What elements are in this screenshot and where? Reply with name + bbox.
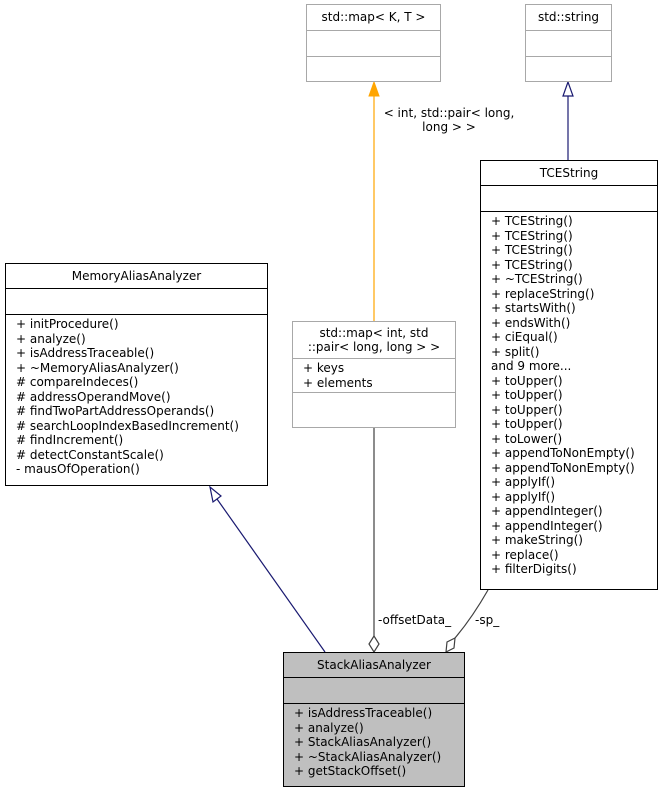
- member-item: and 9 more...: [491, 359, 572, 373]
- member-item: + replaceString(): [491, 286, 595, 301]
- member-item: + TCEString(): [491, 228, 573, 243]
- member-item: + analyze(): [294, 720, 364, 735]
- member-item: + toUpper(): [491, 373, 563, 388]
- template-edge-arrow: [368, 80, 380, 97]
- member-item: + toUpper(): [491, 417, 563, 431]
- member-item: + ciEqual(): [491, 330, 558, 344]
- member-item: + replace(): [491, 547, 559, 562]
- member-item: # compareIndeces(): [16, 375, 139, 389]
- member-item: + startsWith(): [491, 301, 576, 315]
- member-item: + ~StackAliasAnalyzer(): [294, 749, 442, 764]
- member-item: + isAddressTraceable(): [16, 346, 155, 360]
- inherit-edge-tcestring: [562, 80, 574, 160]
- class-methods: + initProcedure()+ analyze()+ isAddressT…: [6, 314, 267, 479]
- class-attributes: [481, 185, 657, 211]
- class-methods: [293, 392, 455, 418]
- member-item: + ~TCEString(): [491, 272, 583, 286]
- member-item: # addressOperandMove(): [16, 389, 171, 404]
- member-item: + TCEString(): [491, 214, 573, 228]
- member-item: + applyIf(): [491, 475, 556, 489]
- member-item: + keys: [303, 361, 345, 375]
- aggregation-edge-sp: [445, 589, 489, 654]
- member-item: - mausOfOperation(): [16, 462, 140, 476]
- member-item: # searchLoopIndexBasedIncrement(): [16, 418, 239, 433]
- class-methods: + TCEString()+ TCEString()+ TCEString()+…: [481, 211, 657, 579]
- member-item: + endsWith(): [491, 315, 571, 330]
- class-methods: + isAddressTraceable()+ analyze()+ Stack…: [284, 703, 464, 781]
- member-item: + initProcedure(): [16, 317, 119, 331]
- member-item: + getStackOffset(): [294, 764, 407, 778]
- member-item: + toUpper(): [491, 388, 563, 402]
- member-item: + applyIf(): [491, 489, 556, 504]
- member-item: + appendToNonEmpty(): [491, 460, 635, 475]
- member-item: # detectConstantScale(): [16, 447, 164, 462]
- class-attributes: [284, 677, 464, 703]
- class-tcestring: TCEString + TCEString()+ TCEString()+ TC…: [480, 160, 658, 590]
- aggregation-edge-offsetdata: [368, 428, 380, 654]
- member-item: + StackAliasAnalyzer(): [294, 735, 432, 749]
- member-item: # findIncrement(): [16, 433, 124, 447]
- class-std-map-kt: std::map< K, T >: [306, 4, 441, 82]
- sp-label: -sp_: [475, 613, 500, 627]
- aggregation-edge-offsetdata-diamond: [368, 634, 380, 654]
- class-title: std::map< int, std ::pair< long, long > …: [307, 326, 441, 354]
- member-item: + makeString(): [491, 533, 583, 547]
- class-memory-alias-analyzer: MemoryAliasAnalyzer + initProcedure()+ a…: [5, 263, 268, 486]
- template-edge: [368, 80, 380, 321]
- class-stack-alias-analyzer: StackAliasAnalyzer + isAddressTraceable(…: [283, 652, 465, 787]
- member-item: + TCEString(): [491, 243, 573, 257]
- class-title: MemoryAliasAnalyzer: [71, 269, 202, 283]
- member-item: + isAddressTraceable(): [294, 706, 433, 720]
- member-item: + toLower(): [491, 431, 563, 446]
- inherit-edge-stack-line: [216, 498, 326, 653]
- inherit-edge-stack-arrow: [209, 485, 222, 504]
- member-item: + appendInteger(): [491, 504, 603, 518]
- inherit-edge-stack: [209, 485, 326, 653]
- member-item: + split(): [491, 344, 540, 359]
- class-attributes: [6, 288, 267, 314]
- class-title: TCEString: [539, 166, 599, 180]
- class-title: StackAliasAnalyzer: [317, 658, 431, 672]
- class-title: std::string: [537, 10, 600, 24]
- member-item: + appendInteger(): [491, 518, 603, 533]
- class-std-map-int-pair: std::map< int, std ::pair< long, long > …: [292, 321, 456, 428]
- member-item: + filterDigits(): [491, 562, 577, 576]
- member-item: + elements: [303, 375, 373, 390]
- class-std-string: std::string: [525, 4, 612, 82]
- class-attributes: [526, 30, 611, 56]
- member-item: + toUpper(): [491, 402, 563, 417]
- template-args-label: < int, std::pair< long, long > >: [383, 106, 515, 134]
- class-title: std::map< K, T >: [321, 10, 426, 24]
- member-item: + TCEString(): [491, 257, 573, 272]
- member-item: + appendToNonEmpty(): [491, 446, 635, 460]
- member-item: + ~MemoryAliasAnalyzer(): [16, 360, 179, 375]
- aggregation-edge-sp-diamond: [445, 636, 456, 654]
- class-attributes: + keys+ elements: [293, 358, 455, 392]
- member-item: # findTwoPartAddressOperands(): [16, 404, 215, 418]
- class-methods: [526, 56, 611, 82]
- aggregation-edge-sp-line: [454, 589, 489, 639]
- class-methods: [307, 56, 440, 82]
- inherit-edge-tcestring-arrow: [562, 80, 574, 97]
- class-attributes: [307, 30, 440, 56]
- offset-data-label: -offsetData_: [378, 613, 452, 627]
- member-item: + analyze(): [16, 331, 86, 346]
